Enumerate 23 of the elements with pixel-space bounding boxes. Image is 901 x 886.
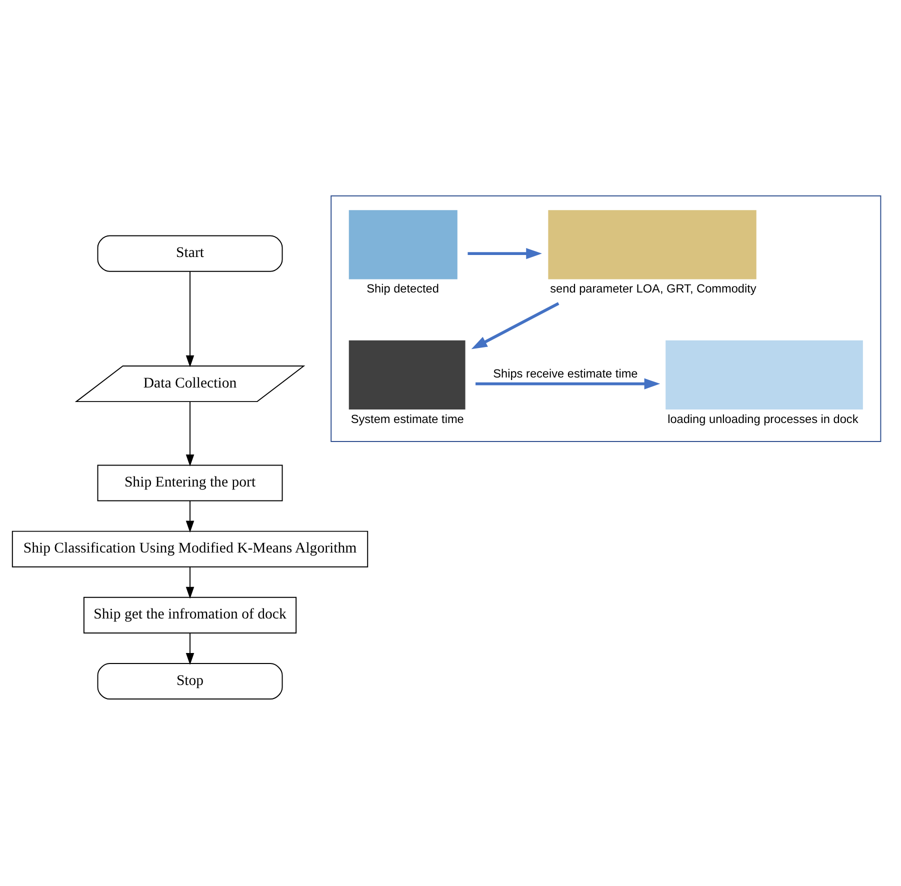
node-box: Ship Entering the port bbox=[97, 464, 283, 501]
cluster bbox=[330, 194, 882, 442]
node-label: Ship detected bbox=[366, 281, 439, 296]
node-label: send parameter LOA, GRT, Commodity bbox=[550, 281, 756, 296]
node-box bbox=[348, 210, 458, 279]
arrow bbox=[186, 270, 194, 367]
node-box: Start bbox=[97, 234, 283, 272]
arrow bbox=[476, 378, 660, 389]
arrow bbox=[471, 302, 560, 349]
arrow bbox=[186, 500, 194, 532]
node-box: Stop bbox=[97, 662, 283, 700]
arrow bbox=[186, 566, 194, 598]
node-box bbox=[548, 210, 756, 279]
node-label: System estimate time bbox=[350, 411, 464, 426]
arrow bbox=[186, 632, 194, 664]
node-box: Ship get the infromation of dock bbox=[83, 596, 297, 633]
arrow bbox=[468, 248, 542, 259]
arrow bbox=[186, 400, 194, 466]
node-box bbox=[348, 340, 466, 409]
node-box: Ship Classification Using Modified K-Means Algorithm bbox=[12, 530, 368, 567]
node-box bbox=[666, 340, 863, 409]
edge-label: Ships receive estimate time bbox=[493, 366, 638, 380]
node-label: loading unloading processes in dock bbox=[668, 411, 858, 426]
